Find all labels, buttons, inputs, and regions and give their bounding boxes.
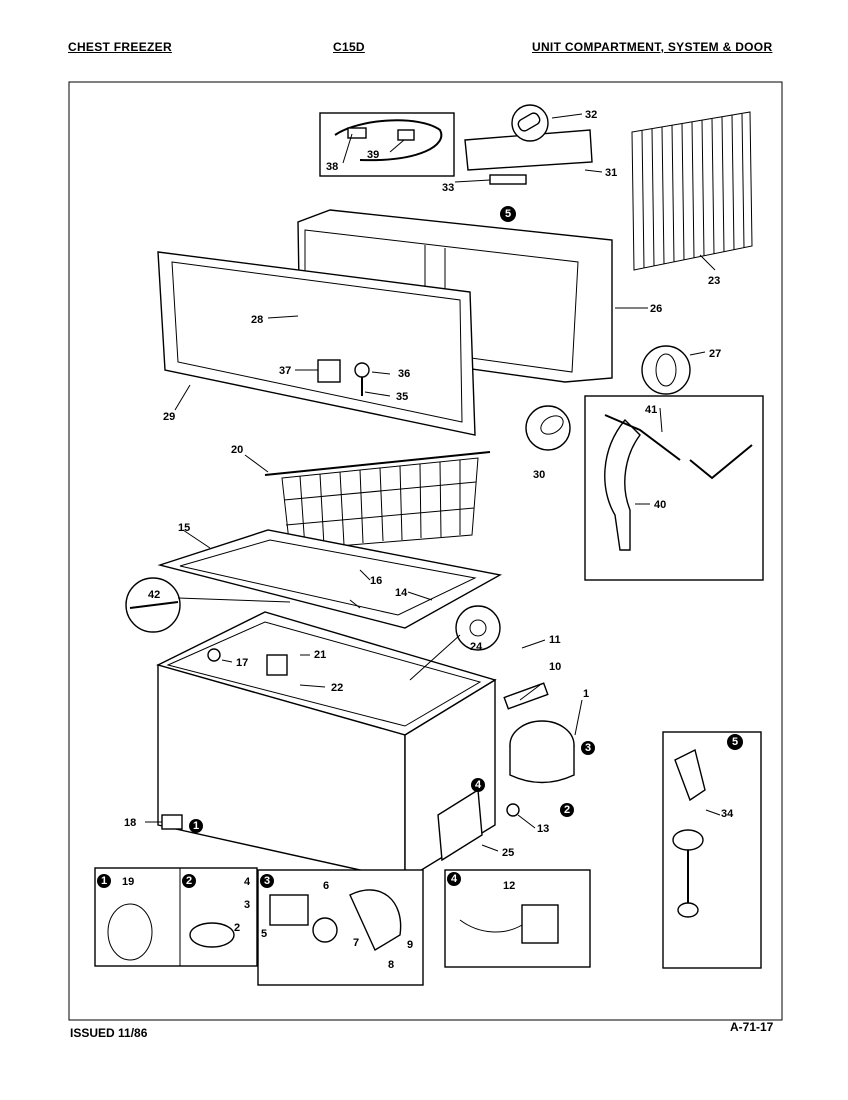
footer-code: A-71-17 xyxy=(730,1020,774,1034)
callout-9: 9 xyxy=(407,939,413,951)
connector-38 xyxy=(347,127,367,139)
callout-22: 22 xyxy=(331,682,343,694)
header-model: C15D xyxy=(333,40,365,54)
harness-inset xyxy=(319,112,455,177)
inset-1-2 xyxy=(94,867,258,967)
callout-13: 13 xyxy=(537,823,549,835)
svg-text:5: 5 xyxy=(732,736,738,748)
svg-text:1: 1 xyxy=(101,875,107,887)
hinge-bushing-detail xyxy=(641,345,691,395)
callout-1: 1 xyxy=(583,688,589,700)
overload-relay xyxy=(269,894,309,926)
clip xyxy=(312,917,338,943)
pilot-light xyxy=(517,112,541,132)
breaker-strip xyxy=(157,529,503,629)
callout-35: 35 xyxy=(396,391,408,403)
inset-markers xyxy=(97,206,743,888)
leg-leveler xyxy=(161,814,183,830)
thermostat-12 xyxy=(521,904,559,944)
callout-36: 36 xyxy=(398,368,410,380)
lock-cylinder xyxy=(672,829,704,851)
svg-text:4: 4 xyxy=(451,873,458,885)
callout-3: 3 xyxy=(244,899,250,911)
svg-text:2: 2 xyxy=(564,804,570,816)
drain-plug xyxy=(207,648,221,662)
header-section: UNIT COMPARTMENT, SYSTEM & DOOR xyxy=(532,40,773,54)
callout-7: 7 xyxy=(353,937,359,949)
footer-issued: ISSUED 11/86 xyxy=(70,1026,148,1040)
callout-24: 24 xyxy=(470,641,483,653)
callout-38: 38 xyxy=(326,161,338,173)
callout-26: 26 xyxy=(650,303,662,315)
gasket-inner xyxy=(171,261,463,423)
callout-18: 18 xyxy=(124,817,136,829)
callout-8: 8 xyxy=(388,959,394,971)
lock-detail xyxy=(525,405,571,451)
callout-40: 40 xyxy=(654,499,666,511)
wire-harness xyxy=(334,119,443,162)
svg-text:3: 3 xyxy=(585,742,591,754)
callout-16: 16 xyxy=(370,575,382,587)
callout-23: 23 xyxy=(708,275,720,287)
callout-37: 37 xyxy=(279,365,291,377)
callout-15: 15 xyxy=(178,522,190,534)
wire-shelf-grid xyxy=(641,113,745,269)
callout-19: 19 xyxy=(122,876,134,888)
callout-6: 6 xyxy=(323,880,329,892)
wire-shelf xyxy=(631,111,753,271)
door-gasket xyxy=(157,251,476,436)
callout-29: 29 xyxy=(163,411,175,423)
panel-bracket xyxy=(489,174,527,185)
callout-41: 41 xyxy=(645,404,657,416)
hinge-plate xyxy=(317,359,341,383)
switch-detail xyxy=(455,605,501,651)
callout-33: 33 xyxy=(442,182,454,194)
drain-cap xyxy=(189,922,235,948)
callout-17: 17 xyxy=(236,657,248,669)
drain-hose xyxy=(107,903,153,961)
unit-grille xyxy=(437,788,483,862)
diagram-frame xyxy=(68,81,783,1021)
callout-20: 20 xyxy=(231,444,243,456)
callout-39: 39 xyxy=(367,149,379,161)
relay-cover-3 xyxy=(349,889,402,952)
control-panel xyxy=(464,129,593,171)
callout-12: 12 xyxy=(503,880,515,892)
key xyxy=(674,748,706,802)
thermostat-knob xyxy=(266,654,288,676)
hinge-screw xyxy=(354,362,370,378)
svg-text:5: 5 xyxy=(505,208,511,220)
leader-lines xyxy=(145,113,721,852)
callout-21: 21 xyxy=(314,649,326,661)
header-title: CHEST FREEZER xyxy=(68,40,172,54)
callout-28: 28 xyxy=(251,314,263,326)
latch-rod xyxy=(604,414,681,461)
connector-39 xyxy=(397,129,415,141)
callout-4: 4 xyxy=(244,876,251,888)
svg-text:4: 4 xyxy=(475,779,482,791)
callout-25: 25 xyxy=(502,847,514,859)
wire-basket xyxy=(281,457,479,551)
svg-text:1: 1 xyxy=(193,820,199,832)
callout-2: 2 xyxy=(234,922,240,934)
callout-30: 30 xyxy=(533,469,545,481)
inset-4 xyxy=(444,869,591,968)
callout-labels: 1 2 3 4 5 6 7 8 9 10 11 12 13 14 15 16 1… xyxy=(122,109,734,971)
callout-34: 34 xyxy=(721,808,734,820)
grommet xyxy=(506,803,520,817)
callout-14: 14 xyxy=(395,587,408,599)
svg-text:3: 3 xyxy=(264,875,270,887)
svg-text:2: 2 xyxy=(186,875,192,887)
callout-10: 10 xyxy=(549,661,561,673)
callout-5: 5 xyxy=(261,928,267,940)
callout-31: 31 xyxy=(605,167,617,179)
callout-11: 11 xyxy=(549,634,561,646)
inset-marker-labels: 1 1 2 3 4 3 2 4 5 5 xyxy=(101,208,738,887)
latch-arm xyxy=(604,418,641,551)
callout-32: 32 xyxy=(585,109,597,121)
callout-27: 27 xyxy=(709,348,721,360)
callout-42: 42 xyxy=(148,589,160,601)
